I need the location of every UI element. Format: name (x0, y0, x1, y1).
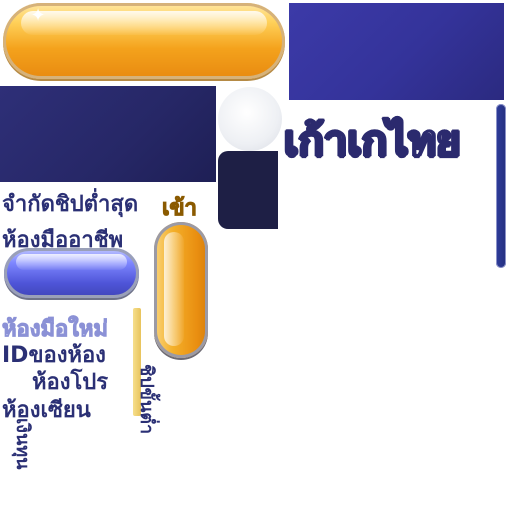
new-room-label: ห้องมือใหม่ (2, 317, 109, 343)
panel-left (0, 86, 216, 182)
enter-button-label[interactable]: เข้า (162, 196, 198, 222)
orange-pill-button[interactable] (3, 3, 285, 79)
pro-room-short-label: ห้องโปร (32, 370, 109, 395)
vertical-label-1: ชิปขั้นต่ำ (136, 364, 157, 435)
orange-vertical-pill-button[interactable] (154, 222, 208, 358)
scrollbar-track[interactable] (496, 104, 506, 268)
game-title: เก้าเกไทย (283, 115, 462, 166)
blue-pill-button[interactable] (4, 248, 139, 298)
panel-top-right (289, 3, 504, 100)
thin-divider-bar (133, 308, 141, 416)
room-id-label: IDของห้อง (2, 343, 106, 368)
sparkle-icon: ✦ (30, 5, 46, 26)
vertical-label-3: ลงทุน (0, 420, 5, 464)
master-room-label: ห้องเซียน (2, 398, 91, 423)
vertical-label-2: เงินทุน (12, 418, 33, 470)
min-chip-label: จำกัดชิปต่ำสุด (2, 192, 139, 217)
white-circle-button[interactable] (218, 87, 282, 151)
panel-small-dark (218, 151, 278, 229)
